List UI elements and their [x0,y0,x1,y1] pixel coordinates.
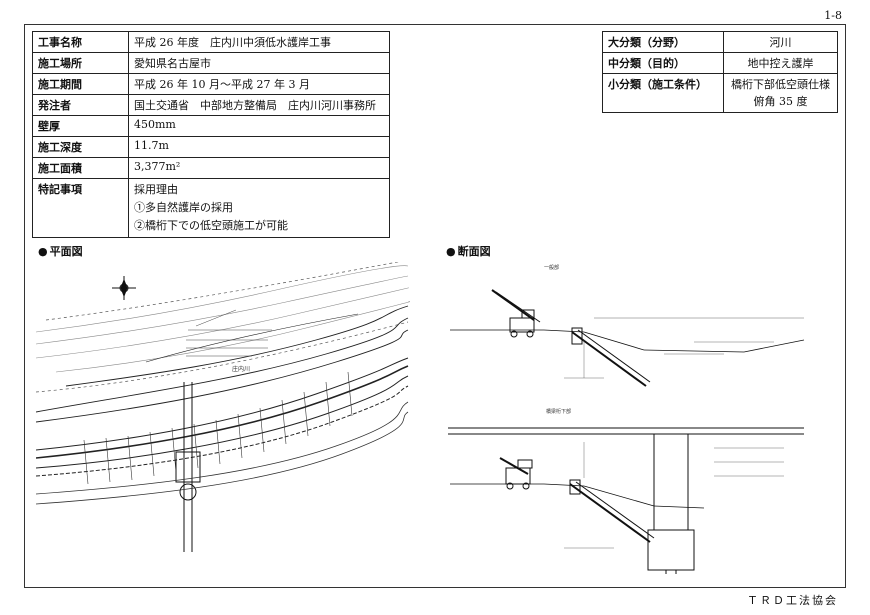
notes-line: ②橋桁下での低空頭施工が可能 [134,219,288,232]
table-row: 特記事項 採用理由 ①多自然護岸の採用 ②橋桁下での低空頭施工が可能 [32,178,390,238]
road-lines [36,401,409,505]
table-row: 小分類（施工条件） 橋桁下部低空頭仕様 俯角 35 度 [602,73,838,113]
table-row: 大分類（分野） 河川 [602,31,838,53]
wall-element-bottom [569,479,655,543]
row-value: 平成 26 年 10 月～平成 27 年 3 月 [128,73,390,95]
bridge-structure [175,382,201,552]
section-title-text: 断面図 [457,245,491,258]
table-row: 発注者 国土交通省 中部地方整備局 庄内川河川事務所 [32,94,390,116]
footer-organization: ＴＲＤ工法協会 [747,594,838,607]
table-row: 施工期間 平成 26 年 10 月～平成 27 年 3 月 [32,73,390,95]
row-value: 平成 26 年度 庄内川中須低水護岸工事 [128,31,390,53]
river-label: 庄内川 [232,365,250,373]
table-row: 壁厚 450mm [32,115,390,137]
row-label: 中分類（目的） [602,52,724,74]
row-label: 壁厚 [32,115,129,137]
station-ticks [83,371,353,485]
under-bridge-section-label: 橋梁桁下部 [546,408,571,415]
row-value: 国土交通省 中部地方整備局 庄内川河川事務所 [128,94,390,116]
row-value: 11.7m [128,136,390,158]
table-row: 中分類（目的） 地中控え護岸 [602,52,838,74]
row-label: 施工期間 [32,73,129,95]
row-value: 河川 [723,31,838,53]
row-label: 施工場所 [32,52,129,74]
contour-lines [36,265,410,373]
trd-machine-bottom [499,457,533,490]
row-value: 3,377m² [128,157,390,179]
cross-section-title: ●断面図 [446,243,491,259]
general-section-profile [450,317,805,353]
row-label: 工事名称 [32,31,129,53]
row-label: 小分類（施工条件） [602,73,724,113]
row-value: 橋桁下部低空頭仕様 俯角 35 度 [723,73,838,113]
table-row: 施工場所 愛知県名古屋市 [32,52,390,74]
page-number: 1-8 [824,9,842,22]
notes-line: ①多自然護岸の採用 [134,201,233,214]
revetment-band [36,357,409,477]
plan-drawing: 庄内川 [36,262,410,552]
classification-table: 大分類（分野） 河川 中分類（目的） 地中控え護岸 小分類（施工条件） 橋桁下部… [602,31,838,113]
row-label: 大分類（分野） [602,31,724,53]
section-drawing: 一般部 橋梁桁下部 [448,264,805,574]
bullet-icon: ● [38,245,48,258]
row-value: 愛知県名古屋市 [128,52,390,74]
notes-value: 採用理由 ①多自然護岸の採用 ②橋桁下での低空頭施工が可能 [128,178,390,238]
bullet-icon: ● [446,245,456,258]
bridge-pier [647,433,695,574]
row-label: 施工深度 [32,136,129,158]
dashed-boundary-lines [36,262,409,393]
project-info-table: 工事名称 平成 26 年度 庄内川中須低水護岸工事 施工場所 愛知県名古屋市 施… [32,31,390,238]
row-label: 施工面積 [32,157,129,179]
plan-text-callouts [186,309,272,357]
compass-icon [112,276,136,300]
under-bridge-profile [450,483,705,509]
row-value: 地中控え護岸 [723,52,838,74]
row-value: 450mm [128,115,390,137]
dimension-lines-bottom [564,442,784,549]
river-channel [36,305,409,423]
table-row: 施工面積 3,377m² [32,157,390,179]
notes-line: 採用理由 [134,183,178,196]
wall-element-top [571,327,651,387]
plan-title-text: 平面図 [49,245,83,258]
plan-section-title: ●平面図 [38,243,83,259]
notes-label: 特記事項 [32,178,129,238]
dimension-lines-top [564,340,774,379]
table-row: 工事名称 平成 26 年度 庄内川中須低水護岸工事 [32,31,390,53]
page-frame [24,24,846,588]
table-row: 施工深度 11.7m [32,136,390,158]
general-section-label: 一般部 [544,264,559,271]
row-label: 発注者 [32,94,129,116]
bridge-girder [448,427,804,435]
value-line: 俯角 35 度 [753,95,808,108]
trd-machine-top [491,289,541,338]
value-line: 橋桁下部低空頭仕様 [731,78,830,91]
